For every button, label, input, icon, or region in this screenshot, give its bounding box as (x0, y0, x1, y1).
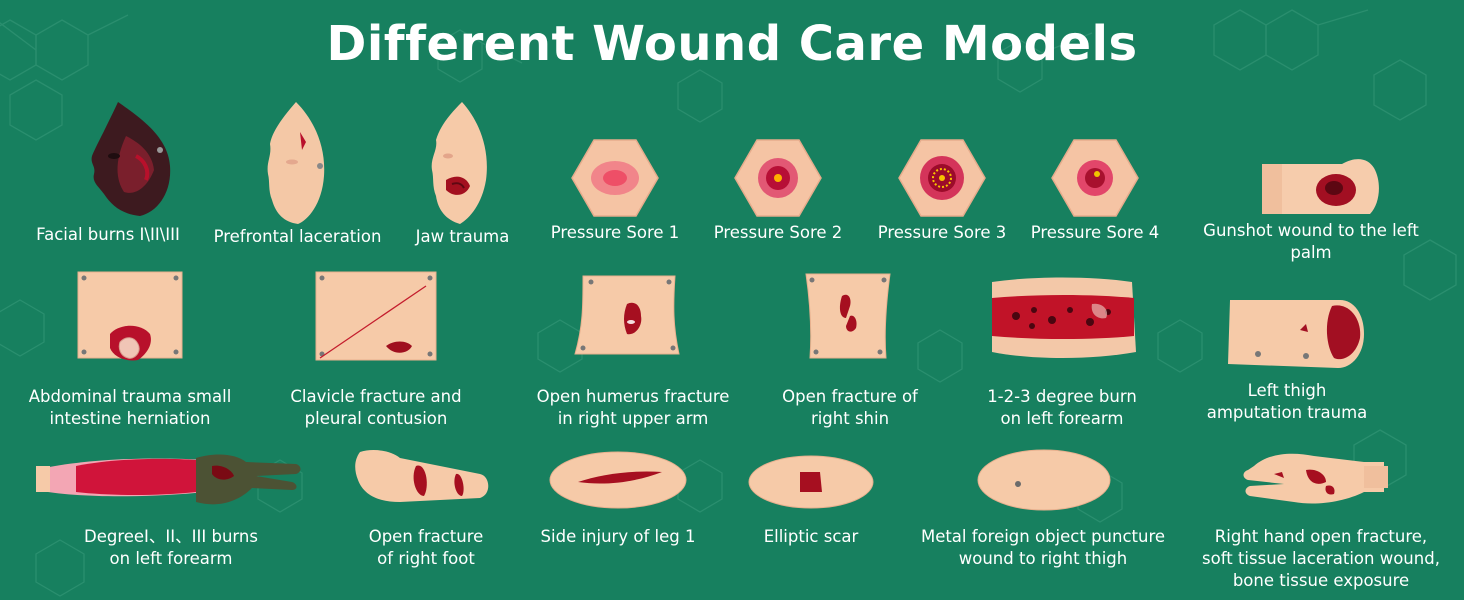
item-label: Elliptic scar (763, 527, 859, 546)
item-label: Pressure Sore 2 (713, 223, 843, 242)
item-jaw-trauma: Jaw trauma (400, 96, 525, 256)
item-label: Open fracture of right shin (782, 387, 918, 428)
item-foot-fracture: Open fracture of right foot (346, 444, 506, 570)
item-clavicle-fracture: Clavicle fracture and pleural contusion (276, 264, 476, 434)
item-label: Metal foreign object puncture wound to r… (920, 527, 1166, 568)
item-pressure-sore-3: Pressure Sore 3 (872, 139, 1012, 250)
item-label: Pressure Sore 1 (550, 223, 680, 242)
hand-open-fracture-icon (1243, 453, 1388, 504)
item-label: Side injury of leg 1 (540, 527, 696, 546)
foot-fracture-icon (355, 450, 489, 502)
oval-laceration-pad-icon (549, 451, 687, 509)
item-open-humerus-fracture: Open humerus fracture in right upper arm (533, 264, 733, 434)
item-label: Right hand open fracture, soft tissue la… (1202, 527, 1440, 590)
oval-scar-pad-icon (748, 455, 874, 509)
page-title: Different Wound Care Models (326, 16, 1138, 72)
item-label: Abdominal trauma small intestine herniat… (28, 387, 232, 428)
item-label: Pressure Sore 3 (877, 223, 1007, 242)
item-open-fracture-shin: Open fracture of right shin (770, 264, 930, 434)
burned-face-mask-icon (91, 102, 171, 216)
upper-arm-pad-icon (574, 275, 680, 355)
item-gunshot-palm: Gunshot wound to the left palm (1180, 150, 1442, 262)
face-mask-jaw-wound-icon (431, 102, 487, 224)
item-pressure-sore-4: Pressure Sore 4 (1028, 139, 1162, 250)
item-label: Left thigh amputation trauma (1206, 381, 1368, 422)
abdominal-pad-icon (77, 271, 183, 361)
item-hand-open-fracture: Right hand open fracture, soft tissue la… (1196, 444, 1446, 594)
thigh-amputation-icon (1228, 300, 1364, 368)
item-abdominal-trauma: Abdominal trauma small intestine herniat… (28, 264, 232, 434)
item-label: DegreeI、II、III burns on left forearm (84, 527, 258, 568)
burned-arm-hand-icon (36, 454, 301, 505)
forearm-burn-sleeve-icon (992, 277, 1136, 358)
hexagon-pressure-sore-icon (1051, 139, 1139, 217)
palm-gunshot-wound-icon (1262, 159, 1379, 214)
clavicle-pad-icon (315, 271, 437, 361)
item-label: Open humerus fracture in right upper arm (536, 387, 730, 428)
item-prefrontal-laceration: Prefrontal laceration (210, 96, 385, 256)
item-label: Gunshot wound to the left palm (1203, 221, 1419, 262)
hexagon-pressure-sore-icon (734, 139, 822, 217)
item-thigh-amputation: Left thigh amputation trauma (1196, 264, 1378, 434)
hexagon-pressure-sore-icon (898, 139, 986, 217)
face-mask-forehead-wound-icon (267, 102, 325, 224)
oval-puncture-pad-icon (977, 449, 1111, 511)
item-burned-arm: DegreeI、II、III burns on left forearm (36, 444, 306, 570)
item-label: 1-2-3 degree burn on left forearm (987, 387, 1137, 428)
item-forearm-burn: 1-2-3 degree burn on left forearm (972, 264, 1152, 434)
item-label: Clavicle fracture and pleural contusion (290, 387, 462, 428)
item-pressure-sore-2: Pressure Sore 2 (710, 139, 846, 250)
item-label: Facial burns I\II\III (36, 225, 180, 244)
hexagon-pressure-sore-icon (571, 139, 659, 217)
item-pressure-sore-1: Pressure Sore 1 (548, 139, 682, 250)
item-elliptic-scar: Elliptic scar (740, 444, 882, 570)
item-label: Pressure Sore 4 (1030, 223, 1160, 242)
item-facial-burns: Facial burns I\II\III (18, 96, 198, 256)
item-label: Open fracture of right foot (368, 527, 484, 568)
item-metal-puncture: Metal foreign object puncture wound to r… (920, 444, 1166, 570)
item-label: Prefrontal laceration (213, 227, 382, 246)
item-side-injury-leg: Side injury of leg 1 (536, 444, 700, 570)
item-label: Jaw trauma (415, 227, 510, 246)
shin-pad-icon (805, 273, 891, 359)
